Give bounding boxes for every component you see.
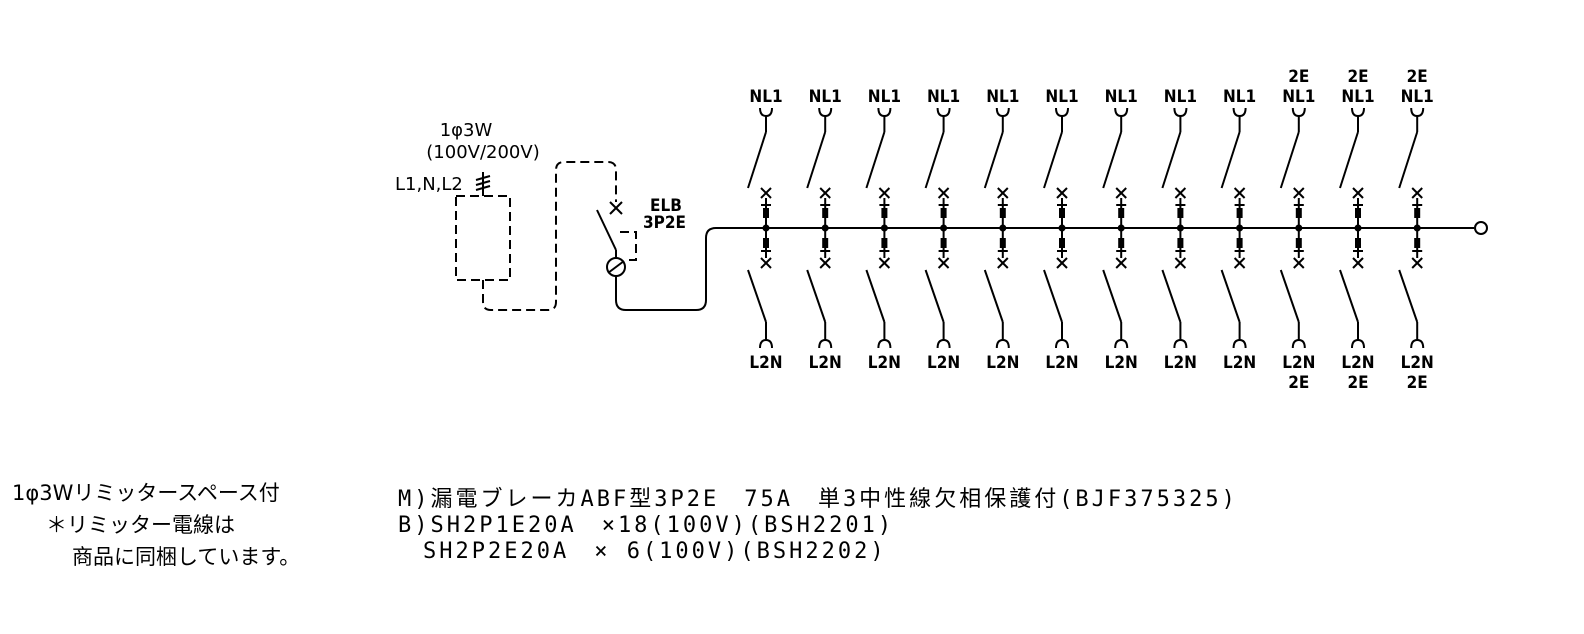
branch-top-label: NL1 <box>1401 87 1434 107</box>
limiter-note-line3: 商品に同梱しています。 <box>72 545 300 569</box>
limiter-note-line2: ＊リミッター電線は <box>46 513 235 537</box>
branch-bottom-label: L2N <box>986 353 1019 373</box>
branch-top-label: NL1 <box>868 87 901 107</box>
branch-top-label: 2E <box>1407 67 1428 87</box>
branch-bottom-label: 2E <box>1288 373 1309 393</box>
branch-bottom-label: L2N <box>1282 353 1315 373</box>
branch-bottom-label: 2E <box>1347 373 1368 393</box>
branch-top-label: NL1 <box>1223 87 1256 107</box>
supply-lines-label: L1,N,L2 <box>395 174 463 195</box>
main-breaker-symbol <box>596 201 1474 311</box>
spec-branch-1: B)SH2P1E20A ×18(100V)(BSH2201) <box>398 513 894 538</box>
supply-phase-label: 1φ3W <box>440 120 493 141</box>
branch-top-label: NL1 <box>1045 87 1078 107</box>
branch-top-label: NL1 <box>1105 87 1138 107</box>
branch-top-label: NL1 <box>1164 87 1197 107</box>
branch-bottom-label: L2N <box>1045 353 1078 373</box>
spec-branch-2: SH2P2E20A × 6(100V)(BSH2202) <box>398 539 887 564</box>
supply-voltage-label: (100V/200V) <box>426 142 539 163</box>
branch-top-label: NL1 <box>809 87 842 107</box>
branch-bottom-label: L2N <box>1105 353 1138 373</box>
branch-bottom-label: L2N <box>809 353 842 373</box>
branch-breakers: NL1L2NNL1L2NNL1L2NNL1L2NNL1L2NNL1L2NNL1L… <box>747 67 1434 393</box>
bus-terminal-icon <box>1474 221 1488 235</box>
branch-top-label: NL1 <box>1341 87 1374 107</box>
limiter-note-line1: 1φ3Wリミッタースペース付 <box>12 481 280 505</box>
branch-bottom-label: L2N <box>1341 353 1374 373</box>
branch-bottom-label: L2N <box>749 353 782 373</box>
branch-top-label: 2E <box>1288 67 1309 87</box>
branch-bottom-label: L2N <box>1223 353 1256 373</box>
spec-main-breaker: M)漏電ブレーカABF型3P2E 75A 単3中性線欠相保護付(BJF37532… <box>398 487 1238 512</box>
three-wire-tick-icon <box>475 172 491 196</box>
branch-bottom-label: L2N <box>1164 353 1197 373</box>
limiter-wire <box>482 161 617 311</box>
branch-bottom-label: L2N <box>927 353 960 373</box>
branch-bottom-label: L2N <box>1401 353 1434 373</box>
limiter-space-box <box>455 195 511 281</box>
branch-top-label: NL1 <box>927 87 960 107</box>
branch-top-label: 2E <box>1347 67 1368 87</box>
branch-bottom-label: 2E <box>1407 373 1428 393</box>
branch-bottom-label: L2N <box>868 353 901 373</box>
branch-top-label: NL1 <box>749 87 782 107</box>
branch-top-label: NL1 <box>1282 87 1315 107</box>
main-breaker-poles: 3P2E <box>643 213 686 233</box>
main-breaker-name: ELB <box>650 196 682 216</box>
branch-top-label: NL1 <box>986 87 1019 107</box>
